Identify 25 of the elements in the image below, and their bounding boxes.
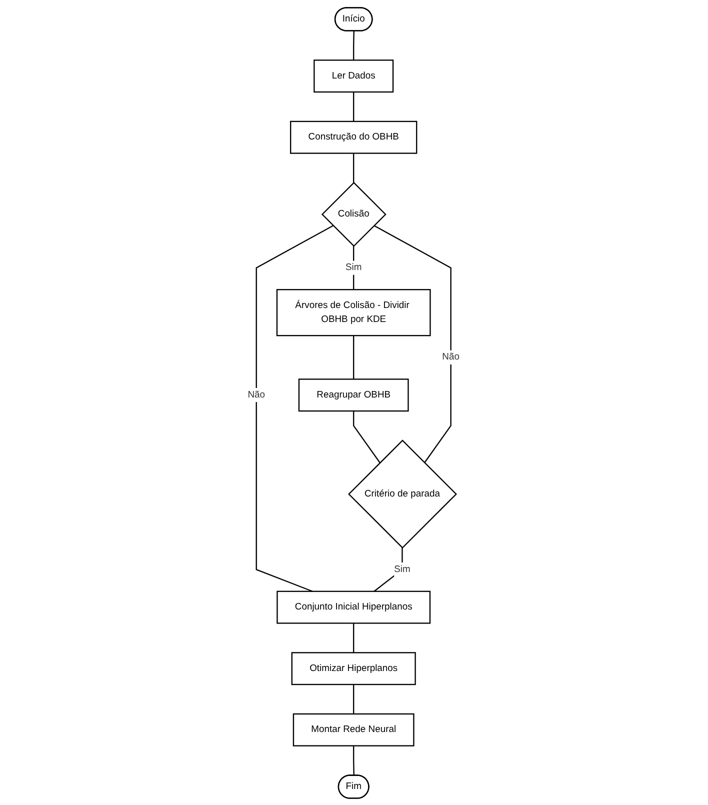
connector xyxy=(353,335,355,379)
connector xyxy=(353,410,381,463)
node-box: Otimizar Hiperplanos xyxy=(292,652,416,685)
edge-label: Não xyxy=(442,352,460,362)
node-box: Construção do OBHB xyxy=(290,120,418,154)
connector xyxy=(353,92,355,121)
connector xyxy=(256,224,334,592)
connector xyxy=(374,547,404,592)
node-box: Conjunto Inicial Hiperplanos xyxy=(277,590,431,624)
node-box: Ler Dados xyxy=(314,59,394,92)
node-box: Reagrupar OBHB xyxy=(298,378,410,412)
connector xyxy=(353,622,355,652)
edge-label: Sim xyxy=(394,564,411,574)
node-box: Árvores de Colisão - Dividir OBHB por KDE xyxy=(276,288,432,336)
node-diamond: Critério de parada xyxy=(348,439,458,548)
node-diamond: Colisão xyxy=(322,181,387,246)
node-box: Montar Rede Neural xyxy=(293,712,415,746)
connector xyxy=(353,745,355,776)
edge-label: Sim xyxy=(346,262,362,272)
connector xyxy=(353,684,355,714)
connector xyxy=(353,246,355,290)
connector xyxy=(353,152,355,182)
edge-label: Não xyxy=(248,389,266,400)
connector xyxy=(353,30,355,60)
connector xyxy=(374,224,452,463)
